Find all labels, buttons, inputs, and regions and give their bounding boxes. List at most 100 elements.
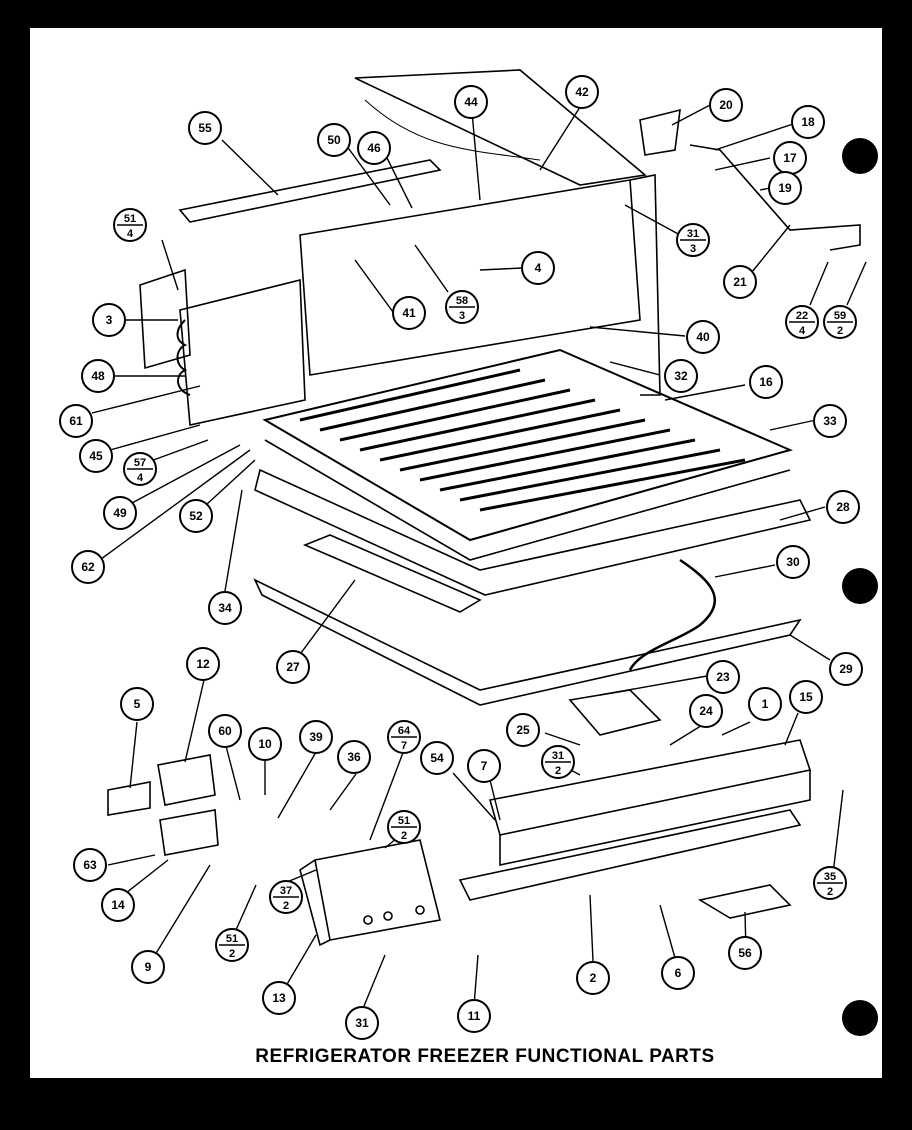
callout-49: 49 <box>103 496 137 530</box>
callout-number: 37 <box>280 885 292 897</box>
callout-51-4: 514 <box>113 208 147 242</box>
callout-number: 31 <box>355 1016 369 1030</box>
callout-21: 21 <box>723 265 757 299</box>
callout-number: 58 <box>456 295 468 307</box>
callout-circle <box>92 303 126 337</box>
callout-number: 64 <box>398 725 411 737</box>
callout-quantity: 2 <box>229 948 235 960</box>
callout-circle <box>748 687 782 721</box>
callout-63: 63 <box>73 848 107 882</box>
callout-circle <box>457 999 491 1033</box>
callout-16: 16 <box>749 365 783 399</box>
callout-number: 63 <box>83 858 97 872</box>
callout-number: 16 <box>759 375 773 389</box>
callout-48: 48 <box>81 359 115 393</box>
callout-number: 30 <box>786 555 800 569</box>
callout-number: 20 <box>719 98 733 112</box>
callout-35-2: 352 <box>813 866 847 900</box>
callout-number: 42 <box>575 85 589 99</box>
callout-24: 24 <box>689 694 723 728</box>
callout-number: 61 <box>69 414 83 428</box>
callout-52: 52 <box>179 499 213 533</box>
callout-circle <box>467 749 501 783</box>
callout-number: 41 <box>402 306 416 320</box>
callout-number: 57 <box>134 457 146 469</box>
callout-circle <box>565 75 599 109</box>
callout-number: 3 <box>106 313 113 327</box>
callout-36: 36 <box>337 740 371 774</box>
callout-number: 27 <box>286 660 300 674</box>
callout-number: 28 <box>836 500 850 514</box>
callout-51-2: 512 <box>387 810 421 844</box>
callout-number: 59 <box>834 310 846 322</box>
callout-number: 35 <box>824 871 836 883</box>
callout-number: 51 <box>124 213 136 225</box>
callout-circle <box>81 359 115 393</box>
callout-number: 51 <box>226 933 238 945</box>
callout-quantity: 2 <box>827 886 833 898</box>
callout-quantity: 2 <box>555 765 561 777</box>
callout-39: 39 <box>299 720 333 754</box>
callout-62: 62 <box>71 550 105 584</box>
callout-circle <box>521 251 555 285</box>
callout-number: 10 <box>258 737 272 751</box>
diagram-sheet <box>30 28 882 1078</box>
callout-55: 55 <box>188 111 222 145</box>
callout-number: 60 <box>218 724 232 738</box>
callout-number: 39 <box>309 730 323 744</box>
callout-quantity: 3 <box>459 310 465 322</box>
callout-18: 18 <box>791 105 825 139</box>
callout-circle <box>576 961 610 995</box>
callout-31-3: 313 <box>676 223 710 257</box>
callout-25: 25 <box>506 713 540 747</box>
callout-circle <box>59 404 93 438</box>
callout-circle <box>208 591 242 625</box>
callout-circle <box>709 88 743 122</box>
callout-circle <box>506 713 540 747</box>
callout-quantity: 4 <box>799 325 806 337</box>
callout-number: 19 <box>778 181 792 195</box>
callout-circle <box>686 320 720 354</box>
callout-circle <box>345 1006 379 1040</box>
callout-number: 15 <box>799 690 813 704</box>
callout-quantity: 4 <box>127 228 134 240</box>
callout-27: 27 <box>276 650 310 684</box>
callout-circle <box>357 131 391 165</box>
callout-number: 24 <box>699 704 713 718</box>
callout-circle <box>120 687 154 721</box>
callout-circle <box>188 111 222 145</box>
callout-circle <box>749 365 783 399</box>
callout-circle <box>454 85 488 119</box>
callout-circle <box>131 950 165 984</box>
callout-20: 20 <box>709 88 743 122</box>
callout-circle <box>186 647 220 681</box>
callout-42: 42 <box>565 75 599 109</box>
callout-circle <box>420 741 454 775</box>
callout-circle <box>71 550 105 584</box>
callout-quantity: 3 <box>690 243 696 255</box>
callout-45: 45 <box>79 439 113 473</box>
callout-circle <box>791 105 825 139</box>
callout-64-7: 647 <box>387 720 421 754</box>
callout-40: 40 <box>686 320 720 354</box>
callout-quantity: 2 <box>401 830 407 842</box>
callout-54: 54 <box>420 741 454 775</box>
callout-quantity: 2 <box>837 325 843 337</box>
callout-51-2: 512 <box>215 928 249 962</box>
callout-quantity: 7 <box>401 740 407 752</box>
callout-19: 19 <box>768 171 802 205</box>
callout-number: 13 <box>272 991 286 1005</box>
callout-50: 50 <box>317 123 351 157</box>
callout-quantity: 4 <box>137 472 144 484</box>
callout-number: 31 <box>552 750 564 762</box>
callout-5: 5 <box>120 687 154 721</box>
callout-7: 7 <box>467 749 501 783</box>
page-number: 14 <box>45 1077 60 1091</box>
callout-circle <box>661 956 695 990</box>
callout-9: 9 <box>131 950 165 984</box>
callout-circle <box>392 296 426 330</box>
callout-number: 17 <box>783 151 797 165</box>
callout-circle <box>276 650 310 684</box>
callout-12: 12 <box>186 647 220 681</box>
